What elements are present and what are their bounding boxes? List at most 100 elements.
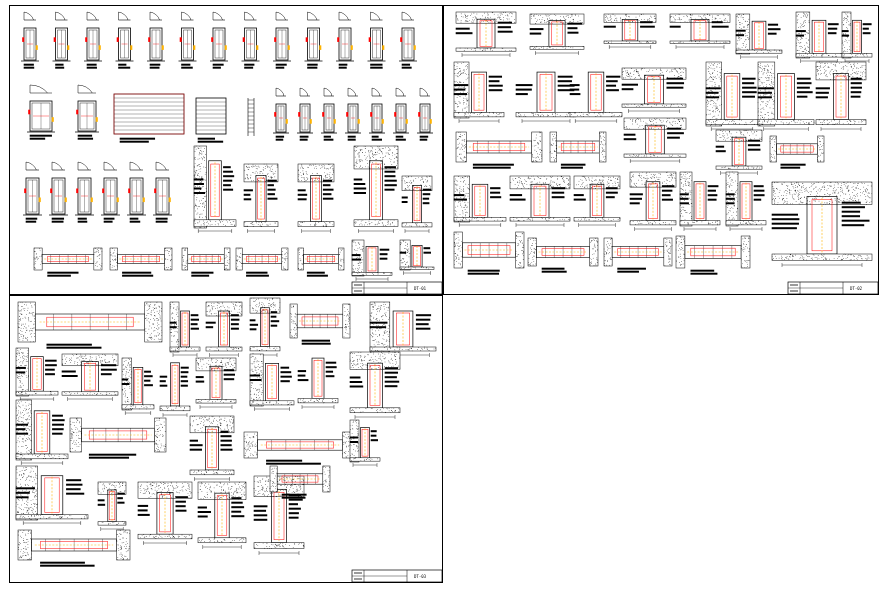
sliding-track-strip bbox=[453, 231, 525, 275]
door-elevation bbox=[115, 11, 134, 69]
wall-section-detail bbox=[353, 145, 399, 233]
sheet-3-drawing: DT-03 bbox=[15, 297, 443, 583]
jamb-section-detail bbox=[569, 71, 623, 123]
title-block-code: DT-03 bbox=[414, 574, 427, 579]
sliding-track-strip bbox=[527, 237, 599, 273]
frame-section-detail bbox=[771, 181, 873, 267]
base-section-detail bbox=[15, 465, 89, 525]
door-elevation bbox=[127, 161, 146, 223]
frame-section-detail bbox=[249, 353, 295, 411]
plan-section-strip bbox=[297, 247, 345, 277]
jamb-section-detail bbox=[205, 301, 243, 357]
wall-section-detail bbox=[401, 175, 433, 233]
jamb-section-detail bbox=[705, 61, 759, 131]
door-elevation bbox=[147, 11, 165, 69]
door-elevation bbox=[417, 87, 433, 141]
jamb-section-detail bbox=[621, 67, 687, 113]
head-section-strip bbox=[289, 303, 351, 345]
door-elevation bbox=[297, 87, 313, 141]
jamb-section-detail bbox=[249, 297, 281, 357]
door-elevation bbox=[153, 161, 172, 223]
head-section-detail bbox=[735, 13, 783, 59]
sliding-track-strip bbox=[675, 235, 751, 275]
frame-section-detail bbox=[509, 175, 571, 227]
door-elevation bbox=[273, 11, 291, 69]
frame-section-detail bbox=[573, 175, 621, 227]
base-section-detail bbox=[137, 481, 193, 545]
sill-section-detail bbox=[15, 399, 69, 465]
jamb-section-detail bbox=[169, 301, 201, 357]
base-section-detail bbox=[197, 481, 247, 549]
door-elevation bbox=[75, 161, 94, 223]
frame-section-detail bbox=[629, 171, 677, 231]
head-section-detail bbox=[529, 13, 585, 55]
frame-section-detail bbox=[297, 357, 339, 409]
sheet-2-drawing: DT-02 bbox=[453, 11, 879, 295]
door-elevation bbox=[273, 87, 289, 141]
head-section-detail bbox=[603, 13, 657, 49]
door-elevation bbox=[367, 11, 386, 69]
jamb-section-detail bbox=[453, 61, 505, 123]
door-elevation bbox=[75, 84, 99, 140]
wall-section-detail bbox=[297, 163, 335, 233]
jamb-section-detail bbox=[757, 61, 815, 131]
title-block: DT-02 bbox=[787, 281, 879, 295]
head-section-detail bbox=[455, 11, 517, 57]
head-section-detail bbox=[795, 11, 843, 63]
sill-section-detail bbox=[715, 129, 763, 175]
frame-section-detail bbox=[453, 175, 507, 227]
ladder-elevation bbox=[247, 98, 255, 136]
door-elevation bbox=[23, 161, 42, 223]
sliding-track-strip bbox=[603, 237, 673, 273]
door-elevation bbox=[21, 11, 39, 69]
door-elevation bbox=[369, 87, 385, 141]
sheet-1-door-elevations: DT-01 bbox=[9, 5, 443, 295]
title-block-code: DT-02 bbox=[850, 286, 863, 291]
sliding-panel-elevation bbox=[195, 97, 227, 143]
frame-section-detail bbox=[349, 351, 401, 419]
plan-section-strip bbox=[109, 247, 173, 277]
sheet-1-content bbox=[21, 11, 435, 281]
sheet-3-section-details: DT-03 bbox=[9, 295, 443, 583]
threshold-section-strip bbox=[769, 135, 825, 169]
threshold-section-strip bbox=[549, 131, 607, 169]
plan-section-strip bbox=[235, 247, 289, 277]
threshold-section-strip bbox=[455, 131, 543, 169]
head-section-detail bbox=[669, 13, 731, 49]
sill-section-detail bbox=[189, 415, 235, 481]
sliding-panel-elevation bbox=[113, 93, 185, 143]
wall-section-detail bbox=[243, 163, 279, 233]
head-section-strip bbox=[17, 301, 163, 349]
frame-section-detail bbox=[679, 171, 721, 231]
frame-section-detail bbox=[159, 362, 191, 417]
sheet-1-drawing: DT-01 bbox=[21, 11, 443, 295]
door-elevation bbox=[321, 87, 337, 141]
head-section-detail bbox=[841, 11, 873, 63]
door-elevation bbox=[393, 87, 409, 141]
base-section-detail bbox=[97, 481, 127, 531]
door-elevation bbox=[336, 11, 354, 69]
door-elevation bbox=[101, 161, 120, 223]
title-block: DT-03 bbox=[351, 569, 443, 583]
door-elevation bbox=[49, 161, 68, 223]
wall-section-detail bbox=[351, 239, 393, 281]
frame-section-detail bbox=[195, 357, 237, 409]
frame-section-detail bbox=[725, 171, 767, 231]
sill-section-detail bbox=[623, 117, 687, 163]
sheet-2-content bbox=[453, 11, 873, 275]
jamb-section-detail bbox=[369, 301, 437, 357]
frame-section-detail bbox=[121, 357, 155, 415]
title-block-code: DT-01 bbox=[414, 286, 427, 291]
sheet-2-section-details: DT-02 bbox=[443, 5, 879, 295]
wall-section-detail bbox=[193, 145, 237, 233]
frame-section-detail bbox=[15, 347, 59, 401]
sheet-3-content bbox=[15, 297, 437, 567]
jamb-section-detail bbox=[815, 61, 867, 131]
threshold-section-strip bbox=[69, 417, 167, 459]
door-elevation bbox=[27, 84, 55, 140]
door-elevation bbox=[84, 11, 102, 69]
door-elevation bbox=[399, 11, 417, 69]
plan-section-strip bbox=[33, 247, 103, 277]
title-block: DT-01 bbox=[351, 281, 443, 295]
door-elevation bbox=[345, 87, 361, 141]
